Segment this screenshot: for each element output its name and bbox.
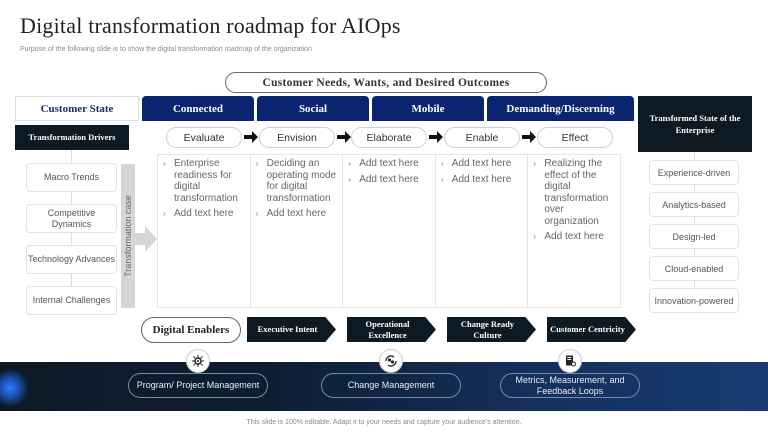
roadmap-grid: ›Enterprise readiness for digital transf…	[157, 154, 621, 308]
step-elaborate: Elaborate	[351, 127, 427, 148]
state-analytics-based: Analytics-based	[649, 192, 739, 217]
driver-technology-advances: Technology Advances	[26, 245, 117, 274]
chevron-right-icon: ›	[163, 159, 166, 168]
outcomes-label: Customer Needs, Wants, and Desired Outco…	[225, 72, 547, 93]
arrow-right-icon	[337, 131, 351, 143]
list-item: ›Add text here	[255, 208, 327, 219]
state-design-led: Design-led	[649, 224, 739, 249]
roadmap-column-envision: ›Deciding an operating mode for digital …	[251, 155, 344, 307]
customer-state-label: Customer State	[15, 96, 139, 121]
list-item: ›Enterprise readiness for digital transf…	[163, 158, 238, 204]
enabler-executive-intent: Executive Intent	[247, 317, 336, 342]
roadmap-column-evaluate: ›Enterprise readiness for digital transf…	[158, 155, 251, 307]
tab-connected: Connected	[142, 96, 254, 121]
transformation-drivers-header: Transformation Drivers	[15, 125, 129, 150]
list-item: ›Add text here	[348, 158, 419, 169]
tab-mobile: Mobile	[372, 96, 484, 121]
chevron-right-icon: ›	[255, 209, 259, 218]
tab-social: Social	[257, 96, 369, 121]
step-enable: Enable	[444, 127, 520, 148]
list-item: ›Add text here	[348, 173, 419, 185]
chevron-right-icon: ›	[533, 159, 537, 168]
arrow-right-icon	[135, 226, 157, 252]
band-item-metrics-feedback: Metrics, Measurement, and Feedback Loops	[500, 373, 640, 398]
state-innovation-powered: Innovation-powered	[649, 288, 739, 313]
people-cycle-icon	[379, 349, 403, 373]
chevron-right-icon: ›	[255, 159, 259, 168]
chevron-right-icon: ›	[533, 232, 537, 241]
step-evaluate: Evaluate	[166, 127, 242, 148]
chevron-right-icon: ›	[348, 174, 351, 184]
arrow-right-icon	[522, 131, 536, 143]
roadmap-column-enable: ›Add text here ›Add text here	[436, 155, 529, 307]
list-item: ›Add text here	[440, 158, 512, 169]
band-item-program-management: Program/ Project Management	[128, 373, 268, 398]
enabler-operational-excellence: Operational Excellence	[347, 317, 436, 342]
report-gear-icon	[558, 349, 582, 373]
page-title: Digital transformation roadmap for AIOps	[20, 13, 401, 38]
list-item: ›Realizing the effect of the digital tra…	[533, 158, 609, 227]
step-effect: Effect	[537, 127, 613, 148]
arrow-right-icon	[429, 131, 443, 143]
enabler-change-ready-culture: Change Ready Culture	[447, 317, 536, 342]
list-item: ›Add text here	[440, 173, 512, 185]
roadmap-column-effect: ›Realizing the effect of the digital tra…	[528, 155, 620, 307]
chevron-right-icon: ›	[440, 174, 444, 184]
chevron-right-icon: ›	[440, 159, 444, 168]
driver-competitive-dynamics: Competitive Dynamics	[26, 204, 117, 233]
list-item: ›Add text here	[533, 231, 604, 242]
digital-enablers-label: Digital Enablers	[141, 317, 241, 343]
transformation-case-bar	[121, 164, 135, 308]
transformed-state-header: Transformed State of the Enterprise	[638, 96, 752, 152]
list-item: ›Deciding an operating mode for digital …	[255, 158, 337, 204]
step-envision: Envision	[259, 127, 335, 148]
enabler-customer-centricity: Customer Centricity	[547, 317, 636, 342]
tab-demanding-discerning: Demanding/Discerning	[487, 96, 634, 121]
page-subtitle: Purpose of the following slide is to sho…	[20, 46, 312, 53]
footer-note: This slide is 100% editable. Adapt it to…	[246, 419, 522, 426]
list-item: ›Add text here	[163, 208, 234, 219]
chevron-right-icon: ›	[348, 159, 351, 168]
transformation-case-label: Transformation case	[123, 195, 134, 277]
driver-internal-challenges: Internal Challenges	[26, 286, 117, 315]
state-cloud-enabled: Cloud-enabled	[649, 256, 739, 281]
band-item-change-management: Change Management	[321, 373, 461, 398]
driver-macro-trends: Macro Trends	[26, 163, 117, 192]
state-experience-driven: Experience-driven	[649, 160, 739, 185]
roadmap-column-elaborate: ›Add text here ›Add text here	[343, 155, 436, 307]
arrow-right-icon	[244, 131, 258, 143]
gear-network-icon	[186, 349, 210, 373]
chevron-right-icon: ›	[163, 209, 166, 218]
